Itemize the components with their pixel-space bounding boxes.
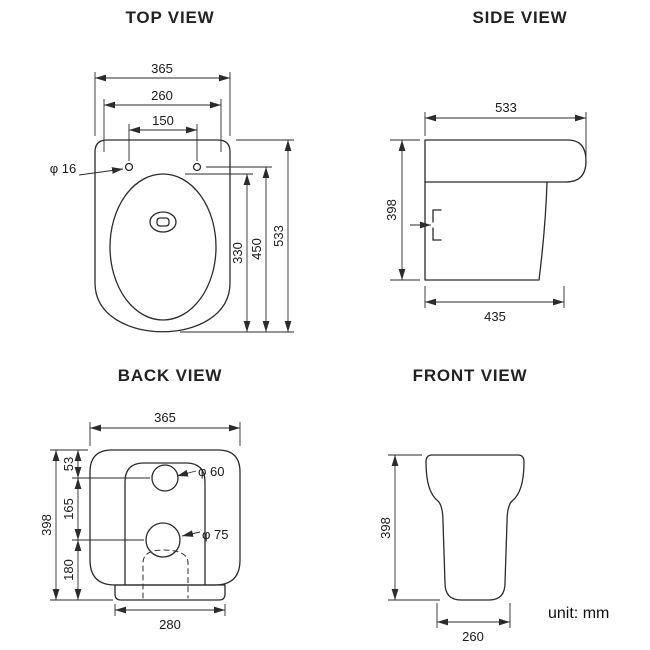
right-fixing-hole [192, 162, 202, 172]
back-dim-overall-width: 365 [89, 410, 241, 446]
side-dim-height-label: 398 [384, 199, 399, 221]
top-dim-seat-depth-label: 450 [249, 238, 264, 260]
hidden-trapway-outline [142, 549, 189, 599]
seat-rim-outline [94, 139, 231, 333]
top-view-dimensions: 365 260 150 φ 16 3 [50, 61, 294, 333]
front-dim-height: 398 [378, 454, 440, 601]
top-view-drawing-area: 365 260 150 φ 16 3 [50, 61, 294, 333]
top-dim-hole-spacing: 150 [128, 113, 198, 161]
side-dim-base-length: 435 [424, 286, 565, 324]
back-dim-overall-height: 398 [39, 450, 60, 600]
back-dim-segments: 53 165 180 [61, 450, 82, 600]
back-pedestal-column [124, 462, 206, 586]
back-dim-inlet-to-outlet-label: 165 [61, 498, 76, 520]
waste-outlet-hole [145, 522, 181, 558]
top-dim-depths: 330 450 533 [180, 139, 294, 333]
top-dim-fixing-hole-dia-label: φ 16 [50, 161, 77, 176]
side-profile-outline [424, 139, 587, 281]
top-dim-fixing-hole-dia: φ 16 [50, 161, 124, 176]
unit-label: unit: mm [548, 605, 610, 622]
front-silhouette [425, 454, 525, 601]
top-dim-overall-width-label: 365 [151, 61, 173, 76]
front-view-title: FRONT VIEW [412, 366, 528, 385]
side-view-title: SIDE VIEW [472, 8, 568, 27]
back-dim-inlet-dia-label: φ 60 [198, 464, 225, 479]
side-view-drawing-area: 533 398 435 [384, 100, 587, 324]
front-view-dimensions: 398 260 [378, 454, 511, 644]
side-view-dimensions: 533 398 435 [384, 100, 587, 324]
water-inlet-hole [151, 464, 179, 492]
top-view-toilet-outline [94, 139, 231, 333]
side-dim-base-length-label: 435 [484, 309, 506, 324]
front-dim-base-width-label: 260 [462, 629, 484, 644]
front-view-toilet-outline [425, 454, 525, 601]
top-view-title: TOP VIEW [125, 8, 215, 27]
back-dim-outlet-to-floor-label: 180 [61, 559, 76, 581]
back-dim-top-to-inlet-label: 53 [61, 457, 76, 471]
back-view-drawing-area: 365 53 165 180 398 φ 60 [39, 410, 241, 632]
front-dim-base-width: 260 [436, 603, 511, 644]
side-dim-height: 398 [384, 139, 420, 281]
back-view-toilet-outline [89, 449, 241, 601]
top-dim-seat-width-label: 260 [151, 88, 173, 103]
front-view-drawing-area: 398 260 [378, 454, 525, 644]
top-dim-overall-depth-label: 533 [271, 225, 286, 247]
back-dim-outlet-dia-label: φ 75 [202, 527, 229, 542]
back-dim-overall-height-label: 398 [39, 514, 54, 536]
bowl-ellipse [109, 173, 217, 321]
front-dim-height-label: 398 [378, 517, 393, 539]
back-dim-base-width: 280 [114, 604, 226, 632]
flush-outlet-inner [156, 217, 170, 227]
side-dim-overall-length: 533 [424, 100, 587, 156]
back-base-plate [114, 584, 226, 601]
side-dim-overall-length-label: 533 [495, 100, 517, 115]
top-dim-bowl-depth-label: 330 [230, 242, 245, 264]
top-dim-seat-width: 260 [103, 88, 222, 152]
side-view-toilet-outline [424, 139, 587, 281]
flush-outlet-shape [149, 211, 177, 233]
back-view-title: BACK VIEW [117, 366, 223, 385]
left-fixing-hole [124, 162, 134, 172]
top-dim-hole-spacing-label: 150 [152, 113, 174, 128]
back-dim-inlet-dia: φ 60 [176, 464, 225, 479]
top-dim-overall-width: 365 [94, 61, 231, 136]
back-dim-outlet-dia: φ 75 [181, 527, 229, 542]
back-dim-base-width-label: 280 [159, 617, 181, 632]
back-view-dimensions: 365 53 165 180 398 φ 60 [39, 410, 241, 632]
back-dim-overall-width-label: 365 [154, 410, 176, 425]
